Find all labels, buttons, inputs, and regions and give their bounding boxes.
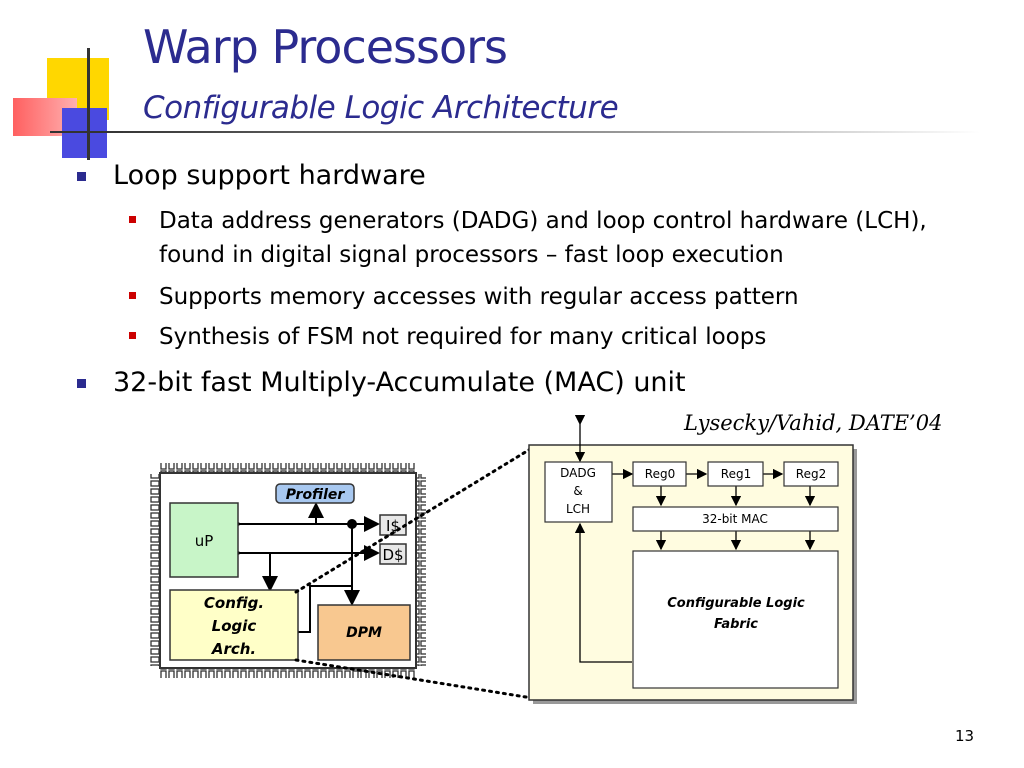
chip-pins-bottom [160, 668, 416, 678]
dcache-label: D$ [382, 546, 403, 564]
sub-bullet-dadg: Data address generators (DADG) and loop … [129, 204, 949, 272]
fabric-label-1: Configurable Logic [667, 596, 805, 611]
bullet-loop-support: Loop support hardware [77, 160, 426, 191]
reg1-block [707, 461, 764, 487]
reg2-block [783, 461, 839, 487]
chip-pins-right [416, 474, 426, 666]
dadg-block [544, 461, 613, 523]
bullet-text: Synthesis of FSM not required for many c… [159, 324, 767, 350]
page-title: Warp Processors [143, 20, 508, 74]
bullet-marker [77, 172, 86, 181]
decor-vline [87, 48, 90, 160]
profiler-block [275, 483, 355, 504]
config-logic-block [169, 589, 299, 661]
dadg-label-1: DADG [560, 466, 596, 480]
bullet-marker [129, 216, 136, 223]
chip-pins-top [160, 463, 416, 473]
wire-dpm-config [285, 585, 352, 640]
bullet-text: Data address generators (DADG) and loop … [159, 208, 927, 268]
dpm-label: DPM [346, 625, 382, 641]
up-label: uP [195, 532, 214, 550]
junction-dot [347, 519, 357, 529]
bullet-text: 32-bit fast Multiply-Accumulate (MAC) un… [113, 367, 686, 398]
mac-label: 32-bit MAC [702, 512, 768, 526]
reg0-label: Reg0 [645, 467, 675, 481]
config-logic-label-1: Config. [204, 594, 264, 612]
page-subtitle: Configurable Logic Architecture [143, 90, 619, 126]
dadg-label-2: & [573, 484, 582, 498]
dadg-label-3: LCH [566, 502, 590, 516]
citation: Lysecky/Vahid, DATE’04 [684, 411, 943, 435]
title-divider [100, 131, 980, 133]
profiler-label: Profiler [286, 487, 346, 503]
fabric-label-2: Fabric [714, 617, 758, 632]
detail-wires [574, 414, 816, 663]
zoom-line-bottom [294, 658, 534, 700]
sub-bullet-memory: Supports memory accesses with regular ac… [129, 280, 799, 314]
bullet-marker [77, 379, 86, 388]
bullet-text: Loop support hardware [113, 160, 426, 191]
zoom-line-top [294, 446, 534, 594]
bullet-mac: 32-bit fast Multiply-Accumulate (MAC) un… [77, 367, 686, 398]
reg2-label: Reg2 [796, 467, 826, 481]
dcache-block [379, 543, 407, 565]
up-block [169, 502, 239, 578]
dpm-block [317, 604, 411, 661]
bullet-marker [129, 292, 136, 299]
config-logic-label-2: Logic [212, 617, 257, 635]
reg1-label: Reg1 [721, 467, 751, 481]
decor-hline [50, 131, 110, 133]
chip-wires [226, 502, 380, 640]
mac-block [632, 506, 839, 532]
chip-pins-left [150, 474, 160, 666]
reg0-block [632, 461, 687, 487]
decor-blue-square [62, 108, 107, 158]
wire-fabric-dadg [574, 522, 632, 663]
fabric-block [632, 550, 839, 689]
config-logic-label-3: Arch. [211, 640, 256, 658]
bullet-marker [129, 332, 136, 339]
sub-bullet-fsm: Synthesis of FSM not required for many c… [129, 320, 767, 354]
page-number: 13 [955, 727, 975, 745]
bullet-text: Supports memory accesses with regular ac… [159, 284, 799, 310]
